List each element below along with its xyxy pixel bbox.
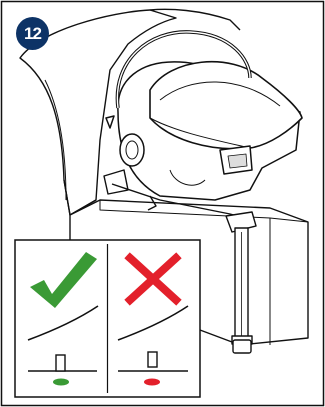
leg-foot-correct — [56, 355, 65, 371]
red-indicator-icon — [144, 379, 160, 386]
green-indicator-icon — [53, 379, 69, 386]
step-number-badge: 12 — [16, 17, 49, 50]
leg-foot-incorrect — [148, 352, 157, 367]
